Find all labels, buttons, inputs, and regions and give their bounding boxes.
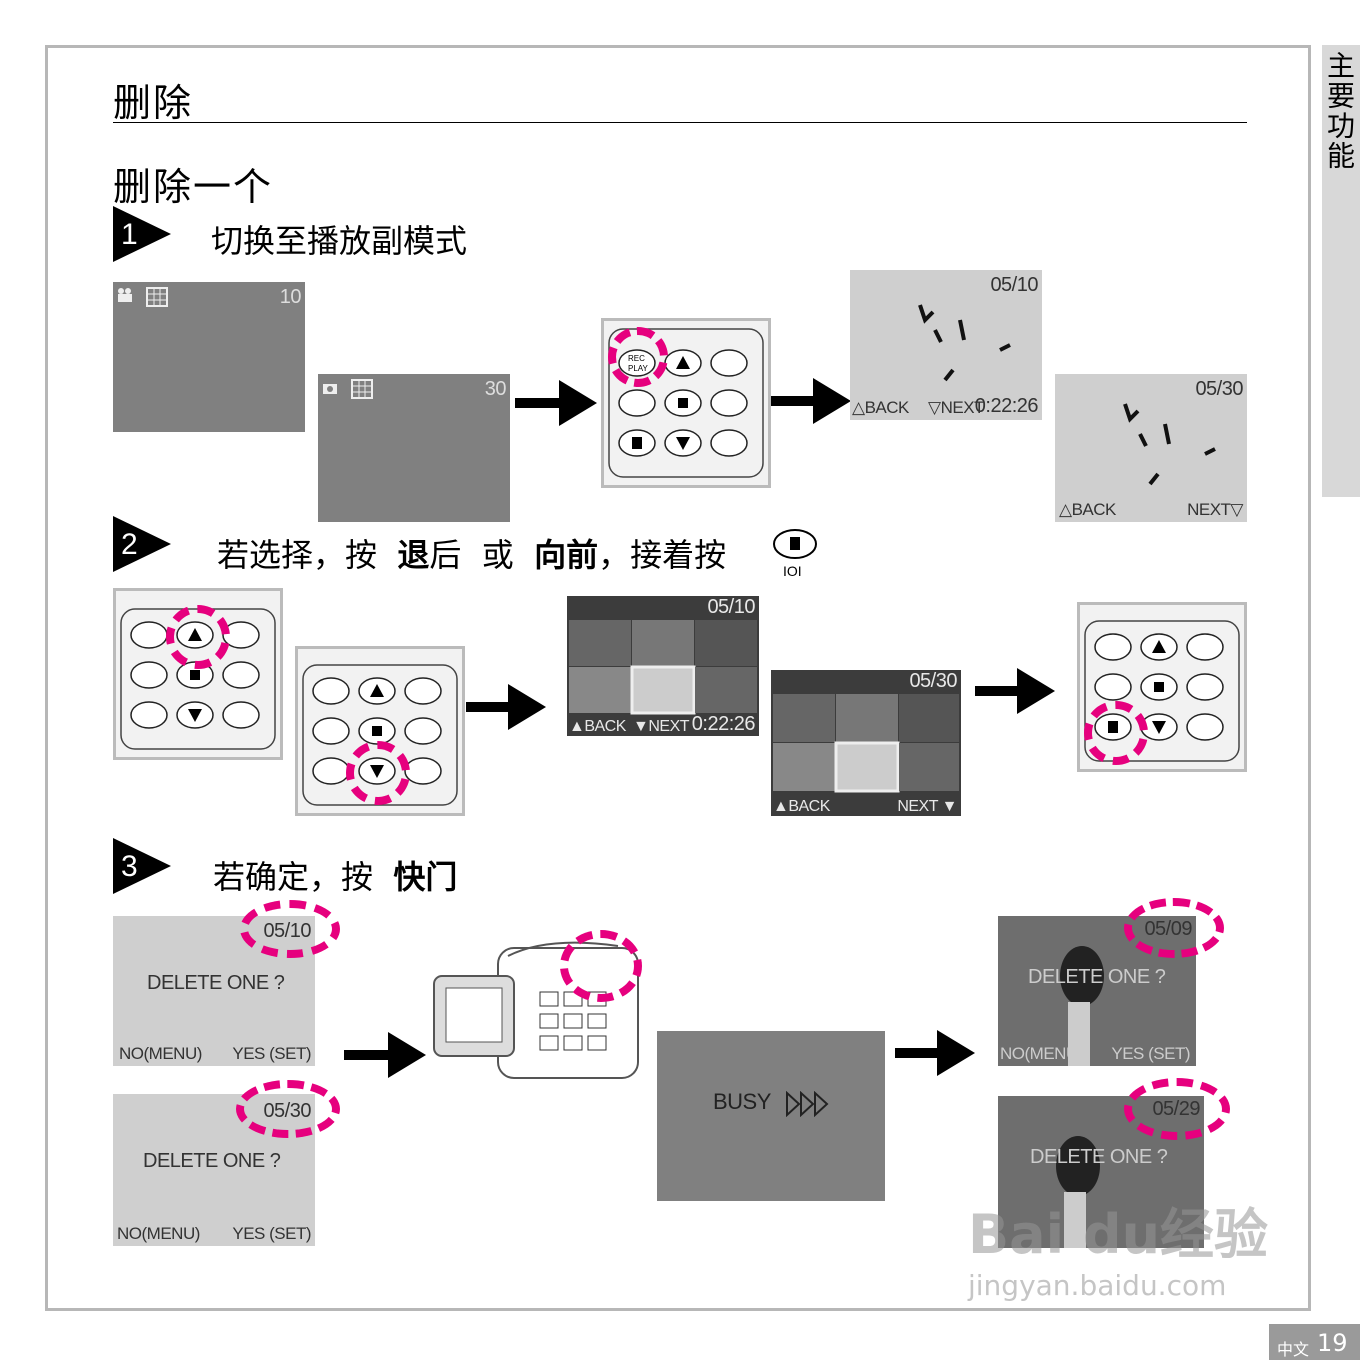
page-frame: [45, 45, 1311, 1311]
yes-option: YES (SET): [232, 1044, 311, 1063]
step-1: 1 切换至播放副模式: [113, 206, 513, 262]
counter-highlight: [1124, 1078, 1230, 1140]
footer-language: 中文: [1277, 1340, 1310, 1359]
back-label: ▲BACK: [569, 718, 626, 735]
lcd-photo-thumbnails: 05/30 ▲BACK NEXT ▼: [771, 670, 961, 816]
thumbnail-grid: [569, 620, 757, 715]
grid-icon: [146, 287, 168, 307]
svg-text:2: 2: [121, 528, 138, 561]
delete-prompt: DELETE ONE ?: [1030, 1146, 1168, 1168]
section-side-tab: 主要功能: [1322, 45, 1360, 497]
no-option: NO(MENU): [119, 1044, 202, 1063]
grid-icon: [351, 379, 373, 399]
play-time: 0:22:26: [974, 395, 1039, 417]
control-pad: REC PLAY: [601, 318, 771, 488]
shutter-highlight: [560, 930, 642, 1002]
play-time: 0:22:26: [691, 713, 756, 735]
step-badge-icon: 1: [113, 206, 171, 262]
yes-option: YES (SET): [232, 1224, 311, 1243]
busy-label: BUSY: [713, 1089, 771, 1114]
lcd-busy: BUSY: [657, 1031, 885, 1201]
step-badge-icon: 2: [113, 516, 171, 572]
no-option: NO(MENU): [117, 1224, 200, 1243]
control-pad-up: [113, 588, 283, 760]
next-label: NEXT ▼: [897, 798, 957, 815]
next-label: NEXT▽: [1187, 500, 1243, 519]
lcd-video-playback: 05/10 △BACK ▽NEXT 0:22:26: [850, 270, 1042, 420]
kingfisher-image: [1056, 1136, 1100, 1248]
back-label: △BACK: [1059, 500, 1116, 519]
file-count: 10: [279, 286, 302, 308]
lcd-photo-playback: 05/30 △BACK NEXT▽: [1055, 374, 1247, 522]
svg-text:3: 3: [121, 850, 138, 883]
file-count: 30: [484, 378, 507, 400]
next-label: ▽NEXT: [928, 398, 984, 417]
delete-prompt: DELETE ONE ?: [147, 972, 285, 994]
page-footer: 中文 19: [1269, 1324, 1360, 1360]
birds-image: [1123, 403, 1216, 486]
birds-image: [918, 304, 1011, 382]
page-title: 删除: [113, 81, 194, 125]
delete-prompt: DELETE ONE ?: [143, 1150, 281, 1172]
control-pad-delete: [1077, 602, 1247, 772]
lcd-photo-index: 30: [318, 374, 510, 522]
delete-button-icon: IOI: [773, 529, 817, 578]
yes-option: YES (SET): [1111, 1044, 1190, 1063]
arrow-right-icon: [771, 378, 851, 424]
press-highlight: [346, 741, 410, 805]
step-3: 3 若确定，按 快门: [113, 838, 533, 896]
counter-highlight: [236, 1080, 340, 1138]
svg-text:IOI: IOI: [783, 563, 802, 578]
arrow-right-icon: [895, 1030, 975, 1076]
step-badge-icon: 3: [113, 838, 171, 894]
next-label: ▼NEXT: [633, 718, 690, 735]
file-counter: 05/30: [1195, 378, 1243, 400]
page-number: 19: [1317, 1329, 1348, 1357]
press-highlight: [1084, 701, 1148, 765]
video-mode-icon: [118, 287, 168, 307]
back-label: △BACK: [852, 398, 909, 417]
title-divider: [113, 122, 1247, 123]
step-2-text: 若选择，按 退后 或 向前，接着按: [217, 536, 727, 574]
file-counter: 05/10: [990, 274, 1038, 296]
step-1-text: 切换至播放副模式: [211, 222, 468, 260]
lcd-video-index: 10: [113, 282, 305, 432]
control-pad-down: [295, 646, 465, 816]
baidu-watermark: Bai du经验 jingyan.baidu.com: [968, 1203, 1269, 1302]
arrow-right-icon: [344, 1032, 426, 1078]
back-label: ▲BACK: [773, 798, 830, 815]
progress-arrows-icon: [786, 1091, 829, 1117]
file-counter: 05/10: [707, 596, 755, 618]
arrow-right-icon: [466, 684, 546, 730]
arrow-right-icon: [975, 668, 1055, 714]
file-counter: 05/30: [909, 670, 957, 692]
svg-text:1: 1: [121, 218, 138, 251]
section-title: 删除一个: [113, 165, 274, 209]
counter-highlight: [1124, 898, 1224, 958]
kingfisher-image: [1060, 946, 1104, 1066]
arrow-right-icon: [515, 380, 597, 426]
camera-icon: [323, 379, 373, 399]
step-2: 2 若选择，按 退后 或 向前，接着按 IOI: [113, 516, 833, 578]
delete-prompt: DELETE ONE ?: [1028, 966, 1166, 988]
step-3-text: 若确定，按 快门: [213, 858, 458, 896]
thumbnail-grid: [773, 694, 959, 793]
press-highlight: [166, 605, 230, 669]
side-tab-label: 主要功能: [1323, 51, 1356, 171]
lcd-video-thumbnails: 05/10 ▲BACK ▼NEXT 0:22:26: [567, 596, 759, 736]
press-highlight: [608, 327, 668, 387]
no-option: NO(MENU): [1000, 1044, 1083, 1063]
counter-highlight: [240, 900, 340, 958]
